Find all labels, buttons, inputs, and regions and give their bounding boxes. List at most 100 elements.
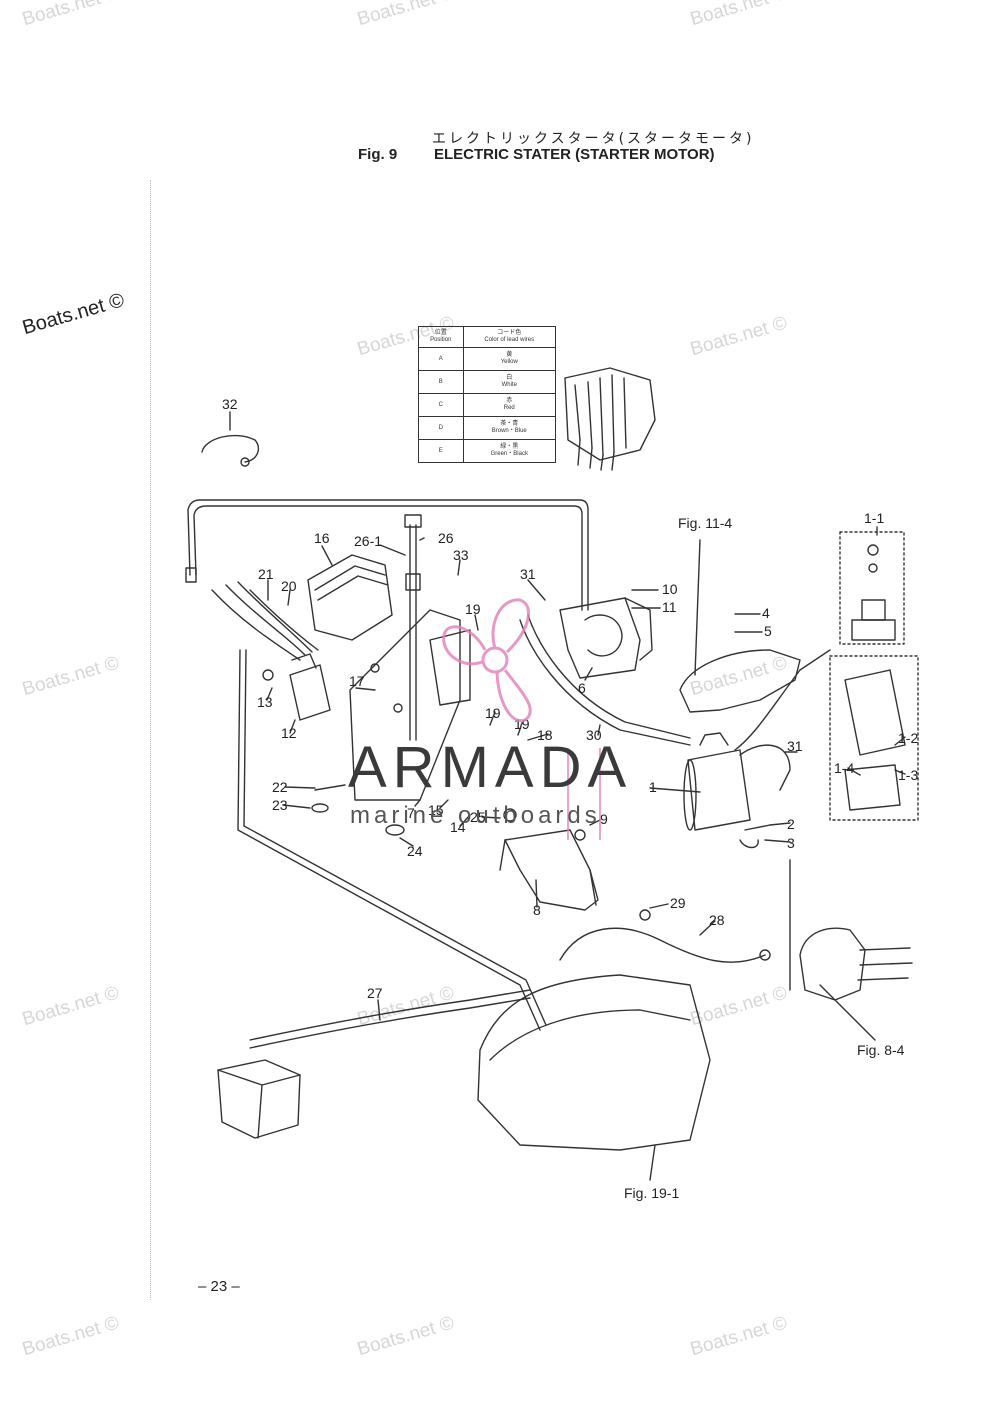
- callout-label: 28: [709, 912, 725, 928]
- callout-label: 1-3: [898, 767, 918, 783]
- header-position-jp: 位置: [434, 329, 447, 337]
- detail-box-1-1: [839, 531, 905, 645]
- callout-label: 33: [453, 547, 469, 563]
- color-en: Green・Black: [490, 451, 528, 457]
- washer: [868, 563, 878, 573]
- harness-long: [237, 649, 541, 1031]
- callout-label: 1-4: [834, 760, 854, 776]
- callout-label: 31: [520, 566, 536, 582]
- starter-relay-6: [559, 597, 641, 679]
- color-jp: 茶・青: [500, 420, 519, 428]
- callout-label: 22: [272, 779, 288, 795]
- bracket-8-legs: [499, 839, 597, 906]
- bolt-9: [574, 829, 586, 841]
- fig11-4-leader: [694, 539, 701, 676]
- cable-28: [559, 927, 766, 963]
- callout-label: 11: [662, 599, 677, 615]
- color-jp: 緑・黒: [500, 443, 519, 451]
- callout-label: 26: [438, 530, 454, 546]
- color-en: Yellow: [500, 359, 518, 365]
- relay-bracket: [624, 597, 653, 661]
- armada-logo-icon: [442, 598, 532, 723]
- callout-label: 32: [222, 396, 238, 412]
- cable-31-long: [734, 649, 831, 751]
- lower-cowling: [477, 974, 711, 1151]
- callout-label: 3: [787, 835, 795, 851]
- callout-label: 24: [407, 843, 423, 859]
- connector-leads: [577, 439, 615, 471]
- color-jp: 黄: [506, 351, 513, 359]
- relay-12: [289, 664, 331, 721]
- cable-31: [739, 744, 791, 791]
- title-japanese: エレクトリックスタータ(スタータモータ): [432, 131, 755, 147]
- callout-label: 12: [281, 725, 297, 741]
- callout-label: 4: [762, 605, 770, 621]
- callout-label: 1-2: [898, 730, 918, 746]
- clip: [867, 544, 879, 556]
- callout-label: 19: [485, 705, 501, 721]
- clip-32: [201, 434, 260, 463]
- bolt-2: [744, 824, 771, 831]
- relay-top: [291, 653, 317, 669]
- cable-26-1: [405, 573, 421, 591]
- callout-label: 1: [649, 779, 657, 795]
- callout-label: 16: [314, 530, 330, 546]
- harness-upper-inner: [193, 505, 583, 611]
- bracket-8: [504, 829, 599, 911]
- logo-stripe: [567, 748, 601, 840]
- callout-label: 25: [470, 809, 486, 825]
- callout-label: 15: [428, 802, 444, 818]
- starter-motor-1: [687, 749, 751, 831]
- fig19-1-leader: [649, 1144, 656, 1181]
- bolt-25: [503, 808, 517, 822]
- plate-17: [429, 629, 471, 706]
- spring: [861, 599, 886, 621]
- fig8-4-part: [799, 927, 866, 1001]
- motor-pinion: [699, 732, 729, 746]
- color-en: Brown・Blue: [491, 428, 527, 434]
- header-position-en: Position: [430, 337, 452, 343]
- callout-label: 18: [537, 727, 553, 743]
- detail-box-motor: [829, 655, 919, 821]
- harness-upper: [187, 499, 589, 611]
- cable-30: [519, 619, 691, 746]
- callout-label: 19: [465, 601, 481, 617]
- callout-label: 10: [662, 581, 678, 597]
- callout-label: 17: [349, 673, 365, 689]
- cowling-inner: [489, 1009, 691, 1061]
- color-jp: 白: [506, 374, 513, 382]
- callout-label: 21: [258, 566, 274, 582]
- callout-label: 29: [670, 895, 686, 911]
- color-jp: 赤: [506, 397, 513, 405]
- rectifier-16: [307, 554, 393, 641]
- callout-label: 30: [586, 727, 602, 743]
- callout-label: 13: [257, 694, 273, 710]
- callout-label: 6: [578, 680, 586, 696]
- row-position: C: [418, 393, 464, 417]
- washer-3: [739, 839, 759, 849]
- motor-body: [844, 669, 906, 756]
- header-color-en: Color of lead wires: [484, 337, 535, 343]
- bolt: [370, 663, 380, 673]
- callout-label: 5: [764, 623, 772, 639]
- grommet-24: [385, 824, 405, 836]
- screw-13: [262, 669, 274, 681]
- brush-holder: [844, 764, 901, 811]
- row-position: E: [418, 439, 464, 463]
- page-number: – 23 –: [198, 1278, 240, 1295]
- fig8-4-cables: [857, 947, 913, 981]
- callout-label: 27: [367, 985, 383, 1001]
- bolt-29: [639, 909, 651, 921]
- gear: [851, 619, 896, 641]
- clip-32-end: [240, 457, 250, 467]
- bolt: [393, 703, 403, 713]
- fig11-4-part: [679, 649, 801, 713]
